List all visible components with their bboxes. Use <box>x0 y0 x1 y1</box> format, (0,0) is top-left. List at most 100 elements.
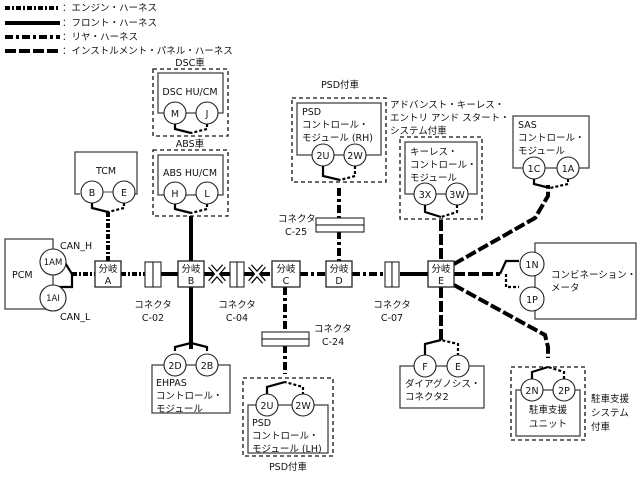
svg-text:付車: 付車 <box>591 421 611 433</box>
svg-text:モジュール: モジュール <box>410 173 457 184</box>
diagnosis-connector-2: F E ダイアグノシス・ コネクタ2 <box>399 338 485 409</box>
svg-text:2U: 2U <box>317 151 330 162</box>
svg-text:分岐: 分岐 <box>329 263 349 275</box>
svg-text:分岐: 分岐 <box>98 263 118 275</box>
parking-assist-module: 2N 2P 駐車支援 ユニット 駐車支援 システム 付車 <box>510 365 630 441</box>
svg-text:1AM: 1AM <box>44 258 63 268</box>
svg-text:2B: 2B <box>201 361 214 372</box>
svg-text:A: A <box>105 276 112 287</box>
svg-text:L: L <box>204 189 210 200</box>
svg-text:ユニット: ユニット <box>529 419 567 430</box>
svg-text:モジュール (LH): モジュール (LH) <box>252 444 322 455</box>
svg-text:コネクタ: コネクタ <box>134 300 172 311</box>
junction-a: 分岐 A <box>94 260 122 288</box>
sas-module: SAS コントロール・ モジュール 1C 1A <box>512 115 590 190</box>
svg-text:分岐: 分岐 <box>181 263 201 275</box>
svg-text:EHPAS: EHPAS <box>156 378 187 389</box>
keyless-module: アドバンスト・キーレス・ エントリ アンド スタート・ システム付車 キーレス・… <box>390 100 510 220</box>
svg-text:3W: 3W <box>449 190 465 201</box>
pcm-pin-1am <box>39 248 67 276</box>
pcm-pin-1ai <box>39 284 67 312</box>
junction-c: 分岐 C <box>271 260 301 288</box>
combination-meter-module: 1N 1P コンビネーション・ メータ <box>519 242 637 320</box>
break-mark-left <box>208 264 226 284</box>
svg-text:1P: 1P <box>526 295 538 306</box>
svg-text:2P: 2P <box>558 386 570 397</box>
svg-text:2W: 2W <box>347 151 363 162</box>
svg-text:ABS車: ABS車 <box>176 138 205 150</box>
svg-text:ABS HU/CM: ABS HU/CM <box>163 168 217 179</box>
svg-text:C-07: C-07 <box>381 313 403 324</box>
psd-rh-module: PSD付車 PSD コントロール・ モジュール (RH) 2U 2W <box>291 79 387 183</box>
legend-rear-label: ：リヤ・ハーネス <box>62 32 138 43</box>
svg-text:メータ: メータ <box>551 283 580 294</box>
svg-text:C-02: C-02 <box>142 313 164 324</box>
connector-c25: コネクタ C-25 <box>278 214 365 238</box>
svg-text:1A: 1A <box>562 164 575 175</box>
svg-text:C-24: C-24 <box>322 337 344 348</box>
svg-text:システム付車: システム付車 <box>390 125 447 137</box>
legend: ：エンジン・ハーネス ：フロント・ハーネス ：リヤ・ハーネス ：インストルメント… <box>5 3 233 57</box>
svg-text:E: E <box>455 362 461 373</box>
svg-text:2N: 2N <box>525 386 538 397</box>
legend-front-label: ：フロント・ハーネス <box>62 18 157 29</box>
svg-text:B: B <box>89 188 96 199</box>
svg-text:SAS: SAS <box>518 120 537 131</box>
svg-text:E: E <box>121 188 127 199</box>
psd-lh-module: 2U 2W PSD コントロール・ モジュール (LH) PSD付車 <box>242 377 334 473</box>
junction-d: 分岐 D <box>325 260 353 288</box>
legend-engine-label: ：エンジン・ハーネス <box>62 3 157 14</box>
dsc-module: DSC車 DSC HU/CM M J <box>152 57 229 137</box>
break-mark-right <box>248 264 266 284</box>
svg-text:駐車支援: 駐車支援 <box>529 404 568 416</box>
svg-text:コンビネーション・: コンビネーション・ <box>551 270 636 281</box>
abs-module: ABS車 ABS HU/CM H L <box>152 138 229 217</box>
svg-text:PSD: PSD <box>302 107 321 118</box>
junction-e: 分岐 E <box>427 260 455 288</box>
svg-text:TCM: TCM <box>95 166 116 177</box>
connector-c24: コネクタ C-24 <box>261 324 352 348</box>
svg-text:コネクタ: コネクタ <box>218 300 256 311</box>
svg-text:モジュール: モジュール <box>156 404 203 415</box>
svg-text:C-04: C-04 <box>226 313 248 324</box>
svg-text:分岐: 分岐 <box>431 263 451 275</box>
pcm-module: PCM 1AM 1AI CAN_H CAN_L <box>4 238 92 323</box>
svg-text:エントリ アンド スタート・: エントリ アンド スタート・ <box>390 113 510 124</box>
svg-text:E: E <box>438 276 444 287</box>
svg-text:PSD付車: PSD付車 <box>321 79 360 91</box>
svg-text:B: B <box>188 276 195 287</box>
ehpas-module: 2D 2B EHPAS コントロール・ モジュール <box>151 341 231 415</box>
svg-text:C-25: C-25 <box>285 227 307 238</box>
svg-text:コントロール・: コントロール・ <box>252 431 319 442</box>
pcm-label: PCM <box>12 270 33 281</box>
svg-text:C: C <box>283 276 290 287</box>
tcm-module: TCM B E <box>74 151 138 214</box>
svg-text:DSC車: DSC車 <box>175 57 205 69</box>
svg-text:3X: 3X <box>419 190 432 201</box>
svg-text:アドバンスト・キーレス・: アドバンスト・キーレス・ <box>390 100 504 111</box>
svg-text:コントロール・: コントロール・ <box>302 120 369 131</box>
svg-text:駐車支援: 駐車支援 <box>591 393 630 405</box>
svg-text:1C: 1C <box>528 164 541 175</box>
svg-text:ダイアグノシス・: ダイアグノシス・ <box>405 378 480 390</box>
svg-text:コントロール・: コントロール・ <box>156 391 223 402</box>
connector-c07: コネクタ C-07 <box>373 261 411 324</box>
park-harness <box>453 283 550 358</box>
svg-text:D: D <box>335 276 342 287</box>
svg-text:分岐: 分岐 <box>276 263 296 275</box>
svg-text:H: H <box>171 189 178 200</box>
svg-text:M: M <box>171 109 179 120</box>
legend-instrument-label: ：インストルメント・パネル・ハーネス <box>62 46 233 57</box>
svg-text:キーレス・: キーレス・ <box>410 147 458 158</box>
svg-text:モジュール: モジュール <box>518 146 565 157</box>
svg-text:システム: システム <box>591 408 629 419</box>
svg-text:コネクタ2: コネクタ2 <box>405 392 449 403</box>
svg-text:2W: 2W <box>295 401 311 412</box>
svg-text:コントロール・: コントロール・ <box>410 160 477 171</box>
svg-text:1N: 1N <box>525 260 538 271</box>
svg-text:1AI: 1AI <box>46 294 60 304</box>
svg-text:コネクタ: コネクタ <box>278 214 316 225</box>
junction-b: 分岐 B <box>177 260 205 288</box>
svg-text:コントロール・: コントロール・ <box>518 133 585 144</box>
